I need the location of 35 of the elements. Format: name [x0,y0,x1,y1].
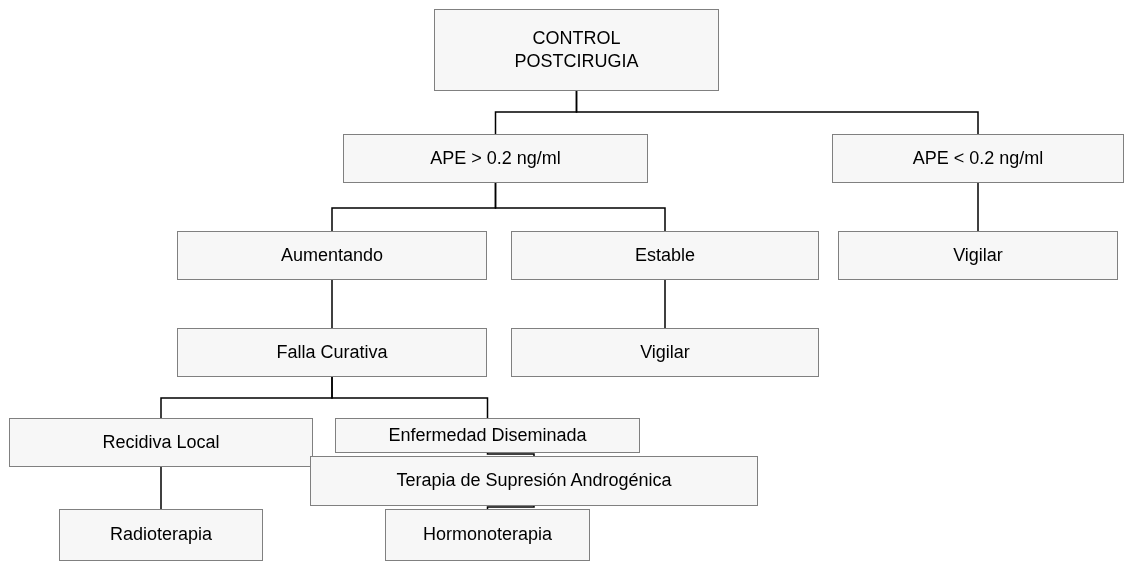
process-box [177,328,487,377]
node-label: Terapia de Supresión Androgénica [396,469,672,493]
process-box [511,328,819,377]
node-label: Vigilar [640,340,690,364]
connector-line [331,376,489,419]
node-label: Recidiva Local [102,430,220,454]
process-box [385,509,590,561]
process-box [838,231,1118,280]
node-label: CONTROL POSTCIRUGIA [513,26,640,73]
connector-line [977,182,979,232]
process-box [832,134,1124,183]
node-label: Enfermedad Diseminada [388,423,587,447]
node-label: APE > 0.2 ng/ml [430,146,561,170]
node-label: Falla Curativa [276,340,388,364]
process-box [59,509,263,561]
connector-line [160,466,162,510]
connector-line [664,279,666,329]
node-label: APE < 0.2 ng/ml [912,146,1044,170]
node-label: Radioterapia [109,523,213,547]
connector-line [486,452,535,457]
connector-line [575,90,979,135]
connector-line [331,279,333,329]
process-box [343,134,648,183]
process-box [310,456,758,506]
node-label: Hormonoterapia [422,523,553,547]
process-box [434,9,719,91]
process-box [511,231,819,280]
connector-line [494,182,666,232]
node-label: Vigilar [953,243,1003,267]
node-label: Estable [634,243,695,267]
process-box [335,418,640,453]
process-box [9,418,313,467]
connector-line [486,505,535,510]
node-label: Aumentando [280,243,384,267]
process-box [177,231,487,280]
